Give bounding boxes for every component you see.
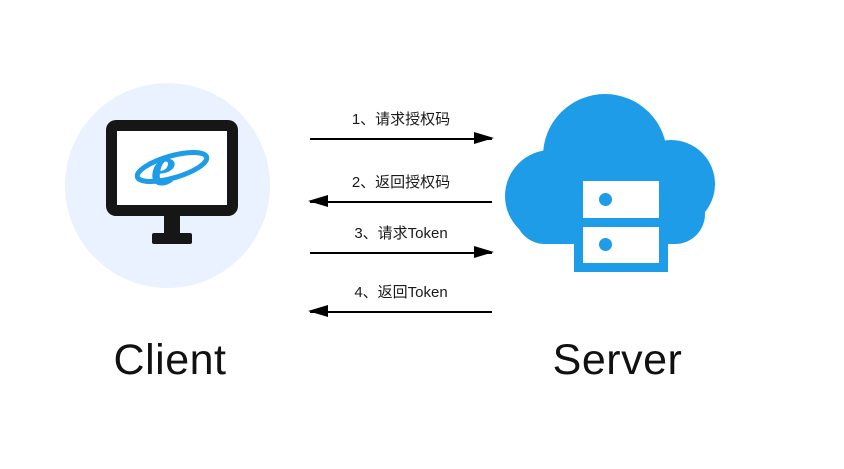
flow-step-1-arrow <box>310 132 494 144</box>
arrow-head-right-icon <box>474 246 494 258</box>
arrow-head-right-icon <box>474 132 494 144</box>
monitor-stand-neck <box>164 216 180 233</box>
flow-step-2-arrow <box>308 195 492 207</box>
flow-step-3-arrow <box>310 246 494 258</box>
server-label: Server <box>552 336 683 384</box>
cloud-server-icon <box>505 92 715 272</box>
server-knob-bottom <box>599 238 612 252</box>
flow-step-4: 4、返回Token <box>308 281 492 317</box>
arrow-head-left-icon <box>308 195 328 207</box>
flow-step-3: 3、请求Token <box>310 222 494 258</box>
flow-step-2-label: 2、返回授权码 <box>351 174 451 191</box>
flow-step-3-label: 3、请求Token <box>354 225 448 242</box>
ie-orbit-ring <box>134 149 210 185</box>
server-knob-top <box>599 192 612 206</box>
flow-step-2: 2、返回授权码 <box>308 171 492 207</box>
monitor-stand-base <box>152 233 192 244</box>
ie-letter: e <box>151 137 176 198</box>
flow-step-1: 1、请求授权码 <box>310 108 494 144</box>
flow-step-1-label: 1、请求授权码 <box>351 111 451 128</box>
server-rack-icon <box>574 172 668 272</box>
server-shelf-bottom <box>583 226 659 263</box>
flow-step-4-label: 4、返回Token <box>354 284 448 301</box>
client-label: Client <box>113 336 227 384</box>
arrow-head-left-icon <box>308 305 328 317</box>
ie-browser-icon: e <box>134 137 210 198</box>
monitor-icon: e <box>106 120 238 216</box>
flow-step-4-arrow <box>308 305 492 317</box>
server-shelf-divider <box>583 217 659 227</box>
server-shelf-top <box>583 181 659 218</box>
